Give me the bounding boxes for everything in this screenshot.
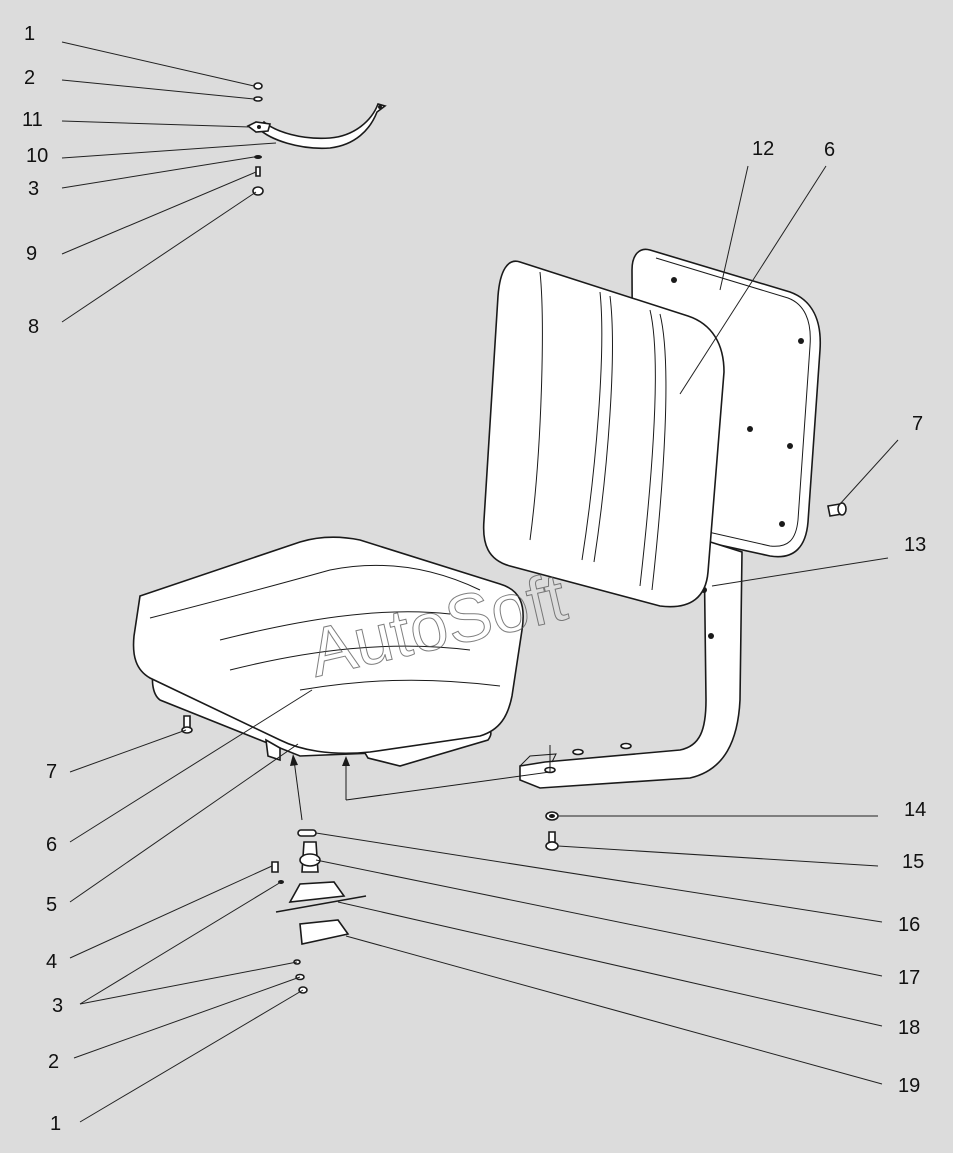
washer-3-top bbox=[254, 155, 262, 159]
callout-7-right: 7 bbox=[912, 413, 923, 435]
callout-19: 19 bbox=[898, 1075, 920, 1097]
bushing-8 bbox=[252, 186, 264, 196]
callout-2-top: 2 bbox=[24, 67, 35, 89]
callout-2-bottom: 2 bbox=[48, 1051, 59, 1073]
callout-17: 17 bbox=[898, 967, 920, 989]
callout-9: 9 bbox=[26, 243, 37, 265]
nut-1-top bbox=[253, 82, 263, 90]
pin-16 bbox=[297, 829, 317, 837]
callout-10: 10 bbox=[26, 145, 48, 167]
callout-4: 4 bbox=[46, 951, 57, 973]
bolt-7-right bbox=[827, 502, 847, 517]
leader-lines bbox=[61, 41, 899, 1123]
callout-labels: 1 2 11 10 3 9 8 12 6 7 13 7 6 5 4 3 2 1 … bbox=[22, 23, 926, 1135]
callout-18: 18 bbox=[898, 1017, 920, 1039]
mount-18 bbox=[288, 881, 346, 903]
lower-hardware bbox=[271, 811, 559, 994]
backrest-cushion-6 bbox=[482, 260, 725, 608]
callout-7-left: 7 bbox=[46, 761, 57, 783]
seat-frame-13 bbox=[519, 538, 743, 789]
bolt-4 bbox=[271, 861, 279, 873]
bolt-7-left bbox=[181, 715, 193, 734]
callout-5: 5 bbox=[46, 894, 57, 916]
bolt-9 bbox=[255, 166, 261, 177]
bolt-15 bbox=[548, 831, 556, 843]
pad-19 bbox=[299, 919, 350, 945]
callout-15: 15 bbox=[902, 851, 924, 873]
washer-2-top bbox=[253, 96, 263, 102]
callout-1-top: 1 bbox=[24, 23, 35, 45]
callout-14: 14 bbox=[904, 799, 926, 821]
callout-6-seat: 6 bbox=[46, 834, 57, 856]
callout-1-bottom: 1 bbox=[50, 1113, 61, 1135]
callout-3-bottom: 3 bbox=[52, 995, 63, 1017]
strap-assembly-top bbox=[246, 82, 387, 196]
callout-11: 11 bbox=[22, 109, 43, 131]
callout-12: 12 bbox=[752, 138, 774, 160]
callout-13: 13 bbox=[904, 534, 926, 556]
callout-3-top: 3 bbox=[28, 178, 39, 200]
callout-16: 16 bbox=[898, 914, 920, 936]
assembly-arrows bbox=[290, 745, 551, 821]
callout-6-back: 6 bbox=[824, 139, 835, 161]
seat-cushion-6 bbox=[132, 536, 524, 755]
callout-8: 8 bbox=[28, 316, 39, 338]
